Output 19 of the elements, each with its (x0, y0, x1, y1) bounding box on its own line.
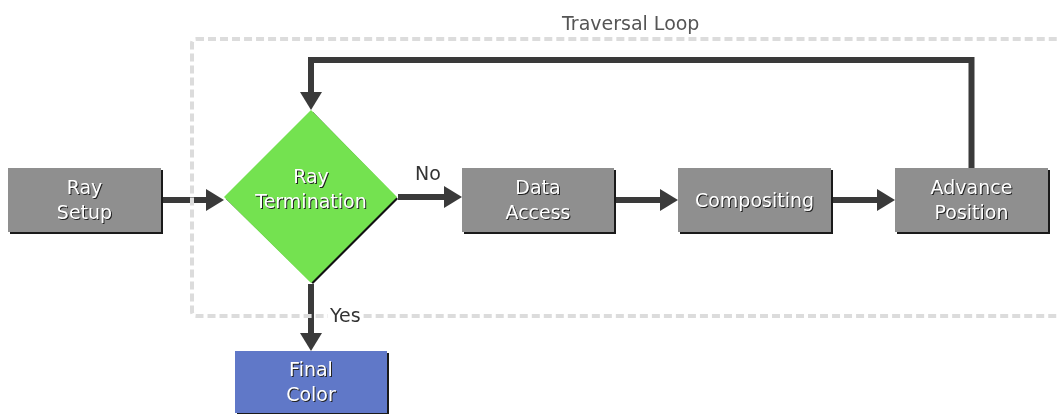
process-box (678, 168, 831, 232)
process-box (895, 168, 1048, 232)
region-title: Traversal Loop (562, 11, 700, 36)
process-box (235, 351, 387, 413)
node-text: Advance Position (930, 175, 1013, 225)
arrow (398, 186, 462, 208)
arrow (614, 189, 678, 211)
node-text: Data Access (505, 175, 571, 225)
arrow (161, 189, 224, 211)
arrow (831, 189, 895, 211)
arrow (300, 284, 322, 351)
node-text: Ray Setup (56, 175, 113, 225)
node-text: Compositing (694, 187, 815, 213)
decision-diamond (224, 110, 398, 284)
arrow (300, 57, 975, 168)
process-box (462, 168, 614, 232)
node-text: Final Color (286, 357, 336, 407)
process-box (8, 168, 161, 232)
node-text: Ray Termination (255, 164, 367, 214)
